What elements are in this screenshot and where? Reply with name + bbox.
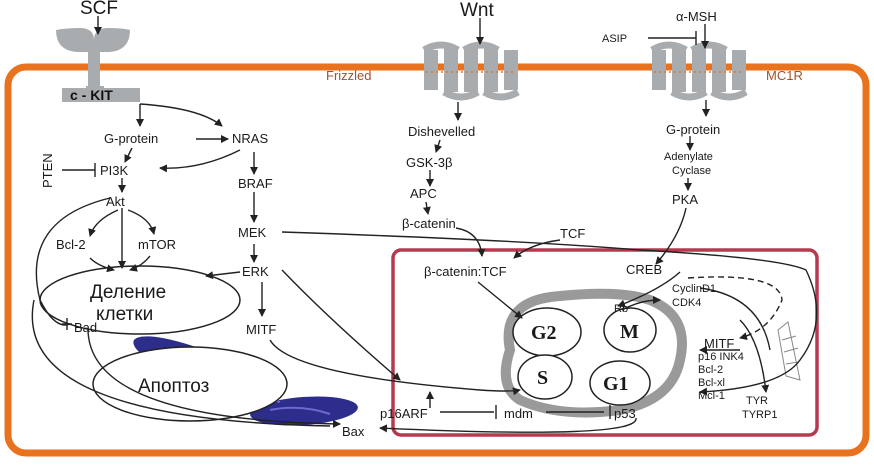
phase-g2: G2 (531, 322, 557, 344)
frizzled-receptor (424, 45, 518, 97)
p53-label: p53 (614, 406, 636, 421)
apc-label: APC (410, 186, 437, 201)
tyrp1-label: TYRP1 (742, 409, 777, 421)
bax-label: Bax (342, 424, 365, 439)
asip-label: ASIP (602, 33, 627, 45)
rb-label: Rb (614, 303, 628, 315)
cyclind1-label: CyclinD1 (672, 283, 716, 295)
braf-label: BRAF (238, 176, 273, 191)
phase-m: M (620, 321, 639, 343)
msh-label: α-MSH (676, 9, 717, 24)
wnt-label: Wnt (460, 0, 495, 21)
mitf-label: MITF (246, 322, 276, 337)
mdm-label: mdm (504, 406, 533, 421)
target-bcl2: Bcl-2 (698, 364, 723, 376)
pi3k-label: PI3K (100, 163, 129, 178)
gsk3b-label: GSK-3β (406, 155, 453, 170)
ckit-label: c - KIT (70, 87, 113, 103)
nras-label: NRAS (232, 131, 268, 146)
mek-label: MEK (238, 225, 267, 240)
mc1r-receptor (652, 45, 746, 97)
adenylate-label: Adenylate (664, 151, 713, 163)
pka-label: PKA (672, 192, 698, 207)
b-catenin-tcf-label: β-catenin:TCF (424, 264, 507, 279)
cdk4-label: CDK4 (672, 297, 701, 309)
target-bclxl: Bcl-xl (698, 377, 725, 389)
frizzled-label: Frizzled (326, 68, 372, 83)
division-label-line1: Деление (90, 282, 166, 303)
phase-s: S (537, 367, 548, 389)
mc1r-label: MC1R (766, 68, 803, 83)
phase-g1: G1 (603, 373, 629, 395)
pten-label: PTEN (40, 153, 55, 188)
bcl2-label: Bcl-2 (56, 237, 86, 252)
b-catenin-label: β-catenin (402, 216, 456, 231)
scf-label: SCF (80, 0, 118, 19)
g-protein-mc1r-label: G-protein (666, 122, 720, 137)
g-protein-label: G-protein (104, 131, 158, 146)
tyr-label: TYR (746, 395, 768, 407)
tcf-label: TCF (560, 226, 585, 241)
erk-label: ERK (242, 264, 269, 279)
division-label-line2: клетки (96, 304, 153, 325)
mtor-label: mTOR (138, 237, 176, 252)
target-mcl1: Mcl-1 (698, 390, 725, 402)
target-p16ink4: p16 INK4 (698, 351, 744, 363)
akt-label: Akt (106, 194, 125, 209)
dishevelled-label: Dishevelled (408, 124, 475, 139)
apoptosis-label: Апоптоз (138, 376, 209, 397)
mitf-targets: p16 INK4 Bcl-2 Bcl-xl Mcl-1 (698, 351, 744, 402)
creb-label: CREB (626, 262, 662, 277)
mitf-nucleus-label: MITF (704, 336, 734, 351)
p16arf-label: p16ARF (380, 406, 428, 421)
cyclase-label: Cyclase (672, 165, 711, 177)
bad-label: Bad (74, 320, 97, 335)
cell-cycle (506, 294, 682, 413)
